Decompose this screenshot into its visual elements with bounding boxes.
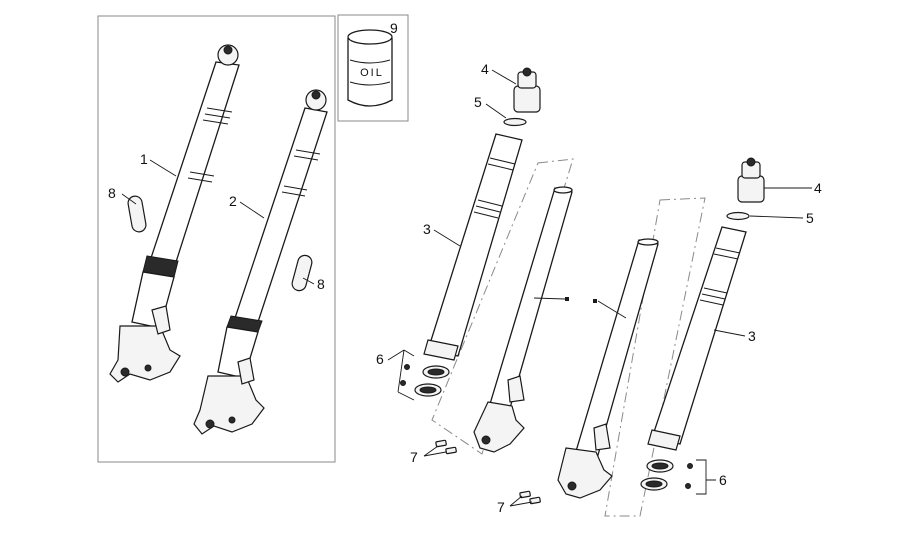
complete-fork-frame — [97, 15, 336, 463]
seal-kit-6a[interactable] — [400, 364, 450, 397]
seal-ring-8a[interactable] — [127, 195, 147, 233]
callout-2: 2 — [229, 193, 237, 209]
fork-cap-4a[interactable] — [513, 67, 541, 113]
marker-dot-right — [593, 299, 597, 303]
callout-9: 9 — [390, 20, 398, 36]
outer-tube-3a[interactable] — [423, 133, 523, 361]
marker-dot-left — [565, 297, 569, 301]
fork-leg-2[interactable] — [193, 89, 328, 435]
seal-ring-8b[interactable] — [291, 254, 314, 292]
assembly-frame-right — [604, 197, 706, 517]
oil-can[interactable] — [347, 29, 393, 107]
leader-lines — [121, 69, 812, 507]
assembly-frame-left — [431, 158, 574, 455]
callout-7a: 7 — [410, 449, 418, 465]
callout-7b: 7 — [497, 499, 505, 515]
callout-3b: 3 — [748, 328, 756, 344]
oil-box-frame — [337, 14, 409, 122]
callout-1: 1 — [140, 151, 148, 167]
fork-cap-4b[interactable] — [737, 157, 765, 203]
outer-tube-3b[interactable] — [647, 226, 747, 451]
seal-kit-6b[interactable] — [640, 459, 693, 491]
o-ring-5a[interactable] — [503, 117, 527, 127]
inner-tube-right[interactable] — [557, 238, 659, 499]
callout-3a: 3 — [423, 221, 431, 237]
callout-5b: 5 — [806, 210, 814, 226]
callout-5a: 5 — [474, 94, 482, 110]
oil-can-text: OIL — [360, 67, 384, 79]
callout-6b: 6 — [719, 472, 727, 488]
inner-tube-left[interactable] — [473, 186, 573, 453]
bolts-7b[interactable] — [519, 490, 541, 505]
o-ring-5b[interactable] — [726, 211, 750, 221]
callout-6a: 6 — [376, 351, 384, 367]
bolts-7a[interactable] — [435, 439, 457, 455]
callout-8a: 8 — [108, 185, 116, 201]
callout-4b: 4 — [814, 180, 822, 196]
fork-leg-1[interactable] — [109, 44, 240, 383]
callout-8b: 8 — [317, 276, 325, 292]
callout-4a: 4 — [481, 61, 489, 77]
